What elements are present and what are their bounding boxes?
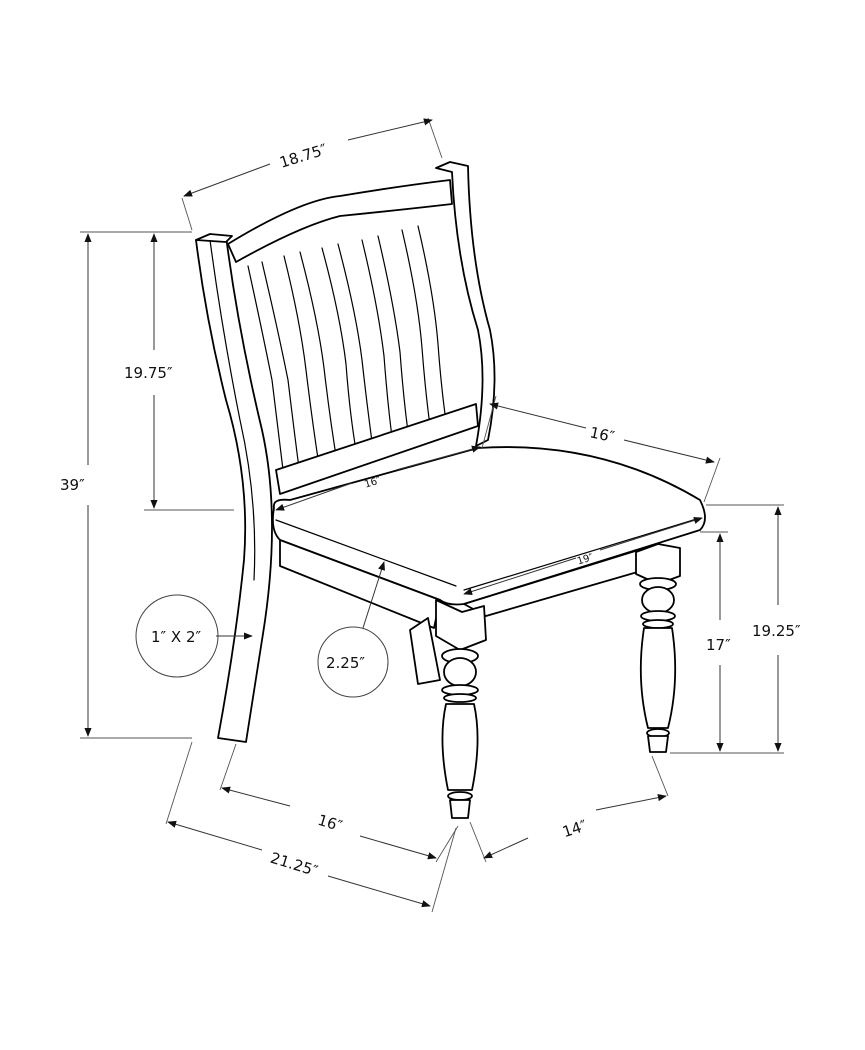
lower-back-rail	[275, 403, 479, 495]
label-seat-front-width: 19″	[576, 552, 595, 567]
label-leg-height: 17″	[706, 636, 731, 654]
front-left-leg	[435, 599, 487, 819]
rear-right-leg	[409, 617, 441, 685]
back-left-post	[195, 235, 273, 743]
dimension-lines	[80, 117, 784, 913]
chair-illustration	[195, 161, 706, 819]
label-back-leg-section: 1″ X 2″	[151, 628, 202, 646]
back-right-post	[435, 161, 496, 447]
top-rail	[227, 179, 453, 263]
callout-seat-thickness	[317, 561, 389, 698]
label-back-height: 19.75″	[124, 364, 173, 382]
label-seat-back-width: 16″	[363, 475, 382, 490]
label-base-width: 14″	[560, 816, 589, 841]
back-slats	[247, 225, 449, 479]
label-overall-height: 39″	[60, 476, 85, 494]
label-seat-depth-top: 16″	[588, 423, 616, 446]
label-overall-depth: 21.25″	[268, 849, 320, 881]
label-base-depth: 16″	[316, 811, 345, 836]
label-back-width: 18.75″	[277, 140, 329, 172]
label-seat-thickness: 2.25″	[326, 654, 365, 672]
callout-back-leg-section	[135, 594, 253, 678]
front-apron-left	[279, 539, 441, 629]
label-seat-height: 19.25″	[752, 622, 801, 640]
front-right-leg	[635, 543, 681, 753]
